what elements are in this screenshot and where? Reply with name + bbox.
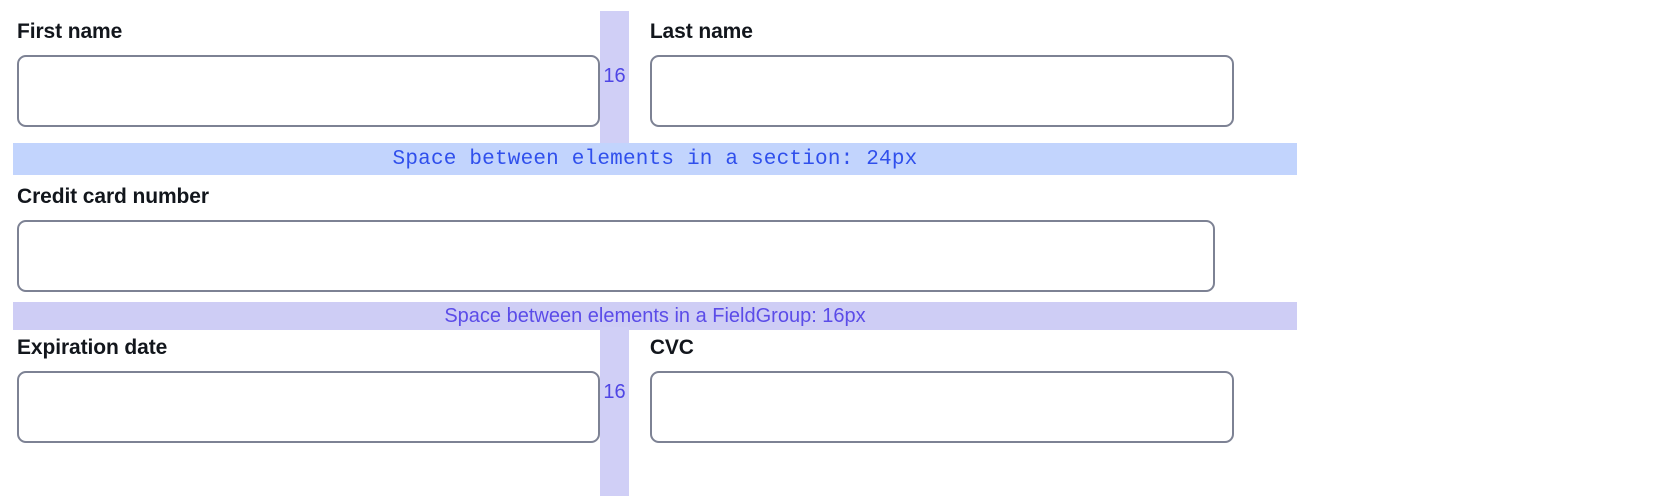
input-credit-card-number[interactable] [17, 220, 1215, 292]
banner-fieldgroup-spacing-text: Space between elements in a FieldGroup: … [444, 304, 866, 327]
label-expiration-date: Expiration date [17, 336, 168, 359]
field-first-name: First name [0, 18, 616, 127]
field-row-card: Credit card number [0, 183, 1297, 292]
banner-fieldgroup-spacing: Space between elements in a FieldGroup: … [13, 302, 1297, 330]
label-first-name: First name [17, 20, 123, 43]
input-expiration-date[interactable] [17, 371, 600, 443]
label-credit-card-number: Credit card number [17, 185, 209, 208]
input-cvc[interactable] [649, 371, 1234, 443]
field-last-name: Last name [633, 18, 1297, 127]
gap-strip-expiry-row: 16 [600, 327, 629, 496]
label-cvc: CVC [649, 336, 694, 359]
input-first-name[interactable] [17, 55, 600, 127]
banner-section-spacing-text: Space between elements in a section: 24p… [392, 147, 918, 171]
banner-section-spacing: Space between elements in a section: 24p… [13, 143, 1297, 175]
field-expiration-date: Expiration date [0, 334, 616, 443]
field-row-name: First name Last name [0, 18, 1297, 127]
field-cvc: CVC [633, 334, 1297, 443]
field-credit-card-number: Credit card number [0, 183, 1297, 292]
gap-value-name-row: 16 [603, 65, 626, 87]
input-last-name[interactable] [649, 55, 1234, 127]
gap-strip-name-row: 16 [600, 11, 629, 143]
gap-value-expiry-row: 16 [603, 381, 626, 403]
label-last-name: Last name [649, 20, 753, 43]
field-row-expiry: Expiration date CVC [0, 334, 1297, 443]
